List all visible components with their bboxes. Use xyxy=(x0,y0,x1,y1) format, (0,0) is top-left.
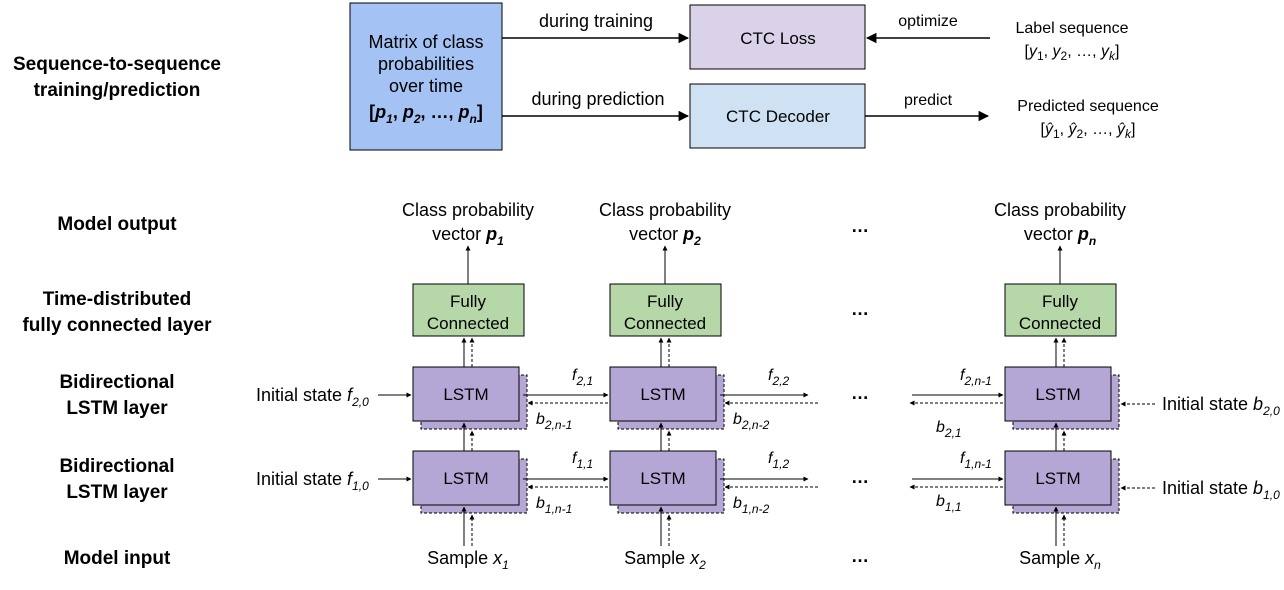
fc-label-n-line1: Fully xyxy=(1042,292,1078,311)
lstm2-recurrent: f2,1 b2,n-1 f2,2 b2,n-2 f2,n-1 b2,1 xyxy=(523,367,1004,440)
lstm1-box-1 xyxy=(412,450,520,506)
sample-label-n: Sample xn xyxy=(1019,548,1101,572)
ctc-decoder-box xyxy=(689,83,866,149)
b1n1-label: b1,n-1 xyxy=(536,495,572,516)
initial-states: Initial state f2,0 Initial state f1,0 In… xyxy=(256,385,1280,502)
ctc-loss-box xyxy=(689,4,866,70)
initial-state-f20: Initial state f2,0 xyxy=(256,385,369,409)
output-label-2-line2: vector p2 xyxy=(629,224,701,248)
sample-label-1: Sample x1 xyxy=(427,548,509,572)
lstm1-box-n xyxy=(1004,450,1112,506)
column-n: Class probability vector pn Fully Connec… xyxy=(994,200,1126,572)
fc-label-n-line2: Connected xyxy=(1019,314,1101,333)
lstm1-label-n: LSTM xyxy=(1035,469,1080,488)
column-2: Class probability vector p2 Fully Connec… xyxy=(599,200,731,572)
fc-label-1-line2: Connected xyxy=(427,314,509,333)
row-label-seq2seq-2: training/prediction xyxy=(34,80,201,101)
predicted-sequence-vector: [ŷ1, ŷ2, …, ŷk] xyxy=(1041,121,1136,141)
top-section: Matrix of class probabilities over time … xyxy=(349,2,1159,151)
ellipses: … … … … … xyxy=(851,216,869,566)
during-prediction-label: during prediction xyxy=(531,89,664,109)
lstm2-label-n: LSTM xyxy=(1035,385,1080,404)
output-label-1-line1: Class probability xyxy=(402,200,534,220)
ctc-loss-label: CTC Loss xyxy=(740,29,816,48)
b21-label: b2,1 xyxy=(936,419,962,440)
f22-label: f2,2 xyxy=(768,367,789,388)
label-sequence-title: Label sequence xyxy=(1016,20,1129,37)
lstm1-label-1: LSTM xyxy=(443,469,488,488)
matrix-label-2: probabilities xyxy=(378,54,474,74)
lstm2-box-2 xyxy=(609,366,717,422)
row-label-model-input: Model input xyxy=(64,548,171,569)
fc-box-1 xyxy=(412,283,525,337)
b2n2-label: b2,n-2 xyxy=(733,411,770,432)
fc-label-2-line2: Connected xyxy=(624,314,706,333)
matrix-label-3: over time xyxy=(389,76,463,96)
column-1: Class probability vector p1 Fully Connec… xyxy=(402,200,534,572)
row-label-bilstm1-2: LSTM layer xyxy=(66,482,168,503)
output-label-n-line1: Class probability xyxy=(994,200,1126,220)
label-sequence-vector: [y1, y2, …, yk] xyxy=(1025,43,1120,63)
output-label-2-line1: Class probability xyxy=(599,200,731,220)
initial-state-f10: Initial state f1,0 xyxy=(256,469,369,493)
f2n1-label: f2,n-1 xyxy=(960,367,992,388)
class-probability-matrix-box xyxy=(349,2,503,151)
output-label-n-line2: vector pn xyxy=(1024,224,1096,248)
optimize-label: optimize xyxy=(898,13,958,30)
b11-label: b1,1 xyxy=(936,493,962,514)
row-label-bilstm2-2: LSTM layer xyxy=(66,398,168,419)
row-labels: Sequence-to-sequence training/prediction… xyxy=(13,54,221,569)
lstm2-box-1 xyxy=(412,366,520,422)
output-label-1-line2: vector p1 xyxy=(432,224,504,248)
f11-label: f1,1 xyxy=(572,450,593,471)
lstm2-box-n xyxy=(1004,366,1112,422)
fc-box-2 xyxy=(609,283,722,337)
ellipsis-input: … xyxy=(851,546,869,566)
ellipsis-lstm1: … xyxy=(851,467,869,487)
ellipsis-output: … xyxy=(851,216,869,236)
predicted-sequence-title: Predicted sequence xyxy=(1017,98,1159,115)
row-label-bilstm2-1: Bidirectional xyxy=(59,372,174,393)
ctc-decoder-label: CTC Decoder xyxy=(726,107,830,126)
initial-state-b20: Initial state b2,0 xyxy=(1162,394,1280,418)
lstm1-label-2: LSTM xyxy=(640,469,685,488)
row-label-seq2seq-1: Sequence-to-sequence xyxy=(13,54,221,75)
lstm1-box-2 xyxy=(609,450,717,506)
ellipsis-lstm2: … xyxy=(851,383,869,403)
row-label-bilstm1-1: Bidirectional xyxy=(59,456,174,477)
lstm2-label-1: LSTM xyxy=(443,385,488,404)
fc-label-2-line1: Fully xyxy=(647,292,683,311)
f1n1-label: f1,n-1 xyxy=(960,450,992,471)
sample-label-2: Sample x2 xyxy=(624,548,706,572)
predict-label: predict xyxy=(904,92,953,109)
f12-label: f1,2 xyxy=(768,450,789,471)
ellipsis-fc: … xyxy=(851,299,869,319)
row-label-time-distributed-2: fully connected layer xyxy=(22,315,212,336)
f21-label: f2,1 xyxy=(572,367,593,388)
fc-box-n xyxy=(1004,283,1117,337)
during-training-label: during training xyxy=(539,11,653,31)
row-label-model-output: Model output xyxy=(57,214,177,235)
row-label-time-distributed-1: Time-distributed xyxy=(43,289,192,310)
lstm2-label-2: LSTM xyxy=(640,385,685,404)
matrix-label-1: Matrix of class xyxy=(368,32,483,52)
b1n2-label: b1,n-2 xyxy=(733,495,770,516)
lstm1-recurrent: f1,1 b1,n-1 f1,2 b1,n-2 f1,n-1 b1,1 xyxy=(523,450,1004,516)
fc-label-1-line1: Fully xyxy=(450,292,486,311)
initial-state-b10: Initial state b1,0 xyxy=(1162,478,1280,502)
b2n1-label: b2,n-1 xyxy=(536,411,572,432)
